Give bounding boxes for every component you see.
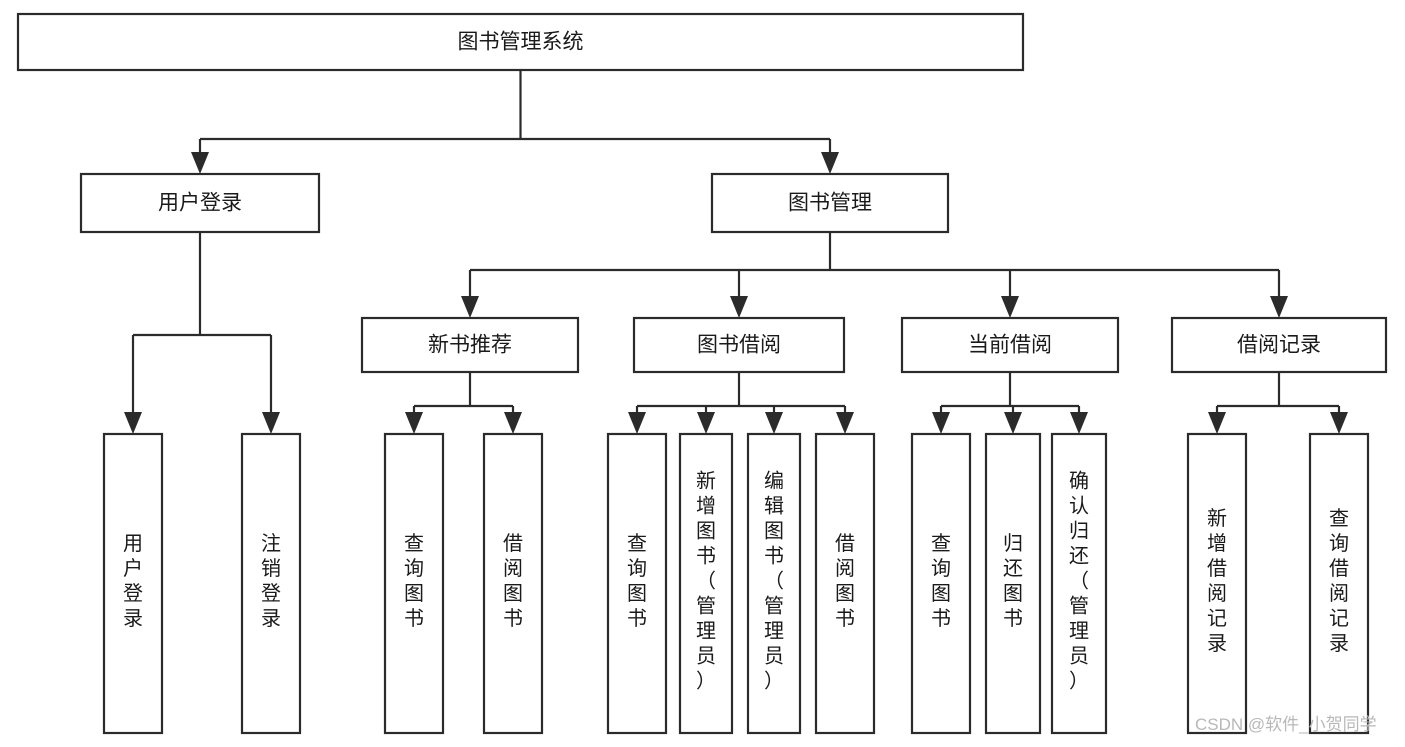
node-leaf-logout[interactable]: 注销登录 [240,432,302,735]
arrow-head-icon [405,412,423,434]
arrow-head-icon [504,412,522,434]
node-new-book-recommend[interactable]: 新书推荐 [360,316,580,374]
node-leaf-borrow-book-bb[interactable]: 借阅图书 [814,432,876,735]
node-rect[interactable] [678,432,734,735]
arrow-head-icon [1001,296,1019,318]
arrow-head-icon [1330,412,1348,434]
node-leaf-return-book[interactable]: 归还图书 [984,432,1042,735]
arrow-head-icon [821,152,839,174]
node-label: 当前借阅 [968,334,1052,357]
node-borrow-record[interactable]: 借阅记录 [1170,316,1388,374]
node-leaf-user-login[interactable]: 用户登录 [102,432,164,735]
node-rect[interactable] [632,316,846,374]
node-label: 查询借阅记录 [1329,507,1349,655]
node-rect[interactable] [606,432,668,735]
node-rect[interactable] [746,432,802,735]
node-rect[interactable] [240,432,302,735]
arrow-head-icon [262,412,280,434]
node-label: 借阅图书 [835,532,855,630]
nodes-layer: 图书管理系统用户登录图书管理新书推荐图书借阅当前借阅借阅记录用户登录注销登录查询… [16,12,1388,735]
node-label: 归还图书 [1003,532,1023,630]
node-leaf-add-record[interactable]: 新增借阅记录 [1186,432,1248,735]
arrow-head-icon [628,412,646,434]
node-label: 查询图书 [627,532,647,630]
arrow-head-icon [765,412,783,434]
node-leaf-query-book-cb[interactable]: 查询图书 [910,432,972,735]
node-leaf-query-book-bb[interactable]: 查询图书 [606,432,668,735]
arrow-head-icon [1004,412,1022,434]
node-leaf-add-book[interactable]: 新增图书（管理员） [678,432,734,735]
node-leaf-query-record[interactable]: 查询借阅记录 [1308,432,1370,735]
node-label: 新增借阅记录 [1207,507,1227,655]
node-label: 用户登录 [158,192,242,215]
node-label: 图书管理 [788,192,872,215]
arrow-head-icon [836,412,854,434]
node-label: 查询图书 [931,532,951,630]
node-rect[interactable] [79,172,321,234]
arrow-head-icon [461,296,479,318]
node-rect[interactable] [1308,432,1370,735]
node-label: 借阅图书 [503,532,523,630]
node-leaf-confirm-return[interactable]: 确认归还（管理员） [1050,432,1108,735]
node-rect[interactable] [383,432,445,735]
node-leaf-query-book-nbr[interactable]: 查询图书 [383,432,445,735]
arrow-head-icon [932,412,950,434]
arrow-head-icon [191,152,209,174]
node-rect[interactable] [814,432,876,735]
node-book-manage[interactable]: 图书管理 [710,172,950,234]
arrow-head-icon [1208,412,1226,434]
node-root[interactable]: 图书管理系统 [16,12,1025,72]
node-rect[interactable] [16,12,1025,72]
node-label: 编辑图书（管理员） [764,470,784,693]
arrow-head-icon [1270,296,1288,318]
node-rect[interactable] [360,316,580,374]
node-rect[interactable] [482,432,544,735]
node-leaf-edit-book[interactable]: 编辑图书（管理员） [746,432,802,735]
node-label: 用户登录 [123,533,143,630]
node-label: 图书借阅 [697,334,781,357]
arrow-head-icon [1070,412,1088,434]
csdn-watermark: CSDN @软件_小贺同学 [1195,715,1377,734]
node-current-borrow[interactable]: 当前借阅 [900,316,1120,374]
node-rect[interactable] [900,316,1120,374]
node-label: 查询图书 [404,532,424,630]
node-rect[interactable] [102,432,164,735]
arrow-head-icon [697,412,715,434]
node-user-login[interactable]: 用户登录 [79,172,321,234]
node-label: 新增图书（管理员） [696,470,716,693]
node-leaf-borrow-book-nbr[interactable]: 借阅图书 [482,432,544,735]
node-book-borrow[interactable]: 图书借阅 [632,316,846,374]
node-label: 新书推荐 [428,334,512,357]
node-label: 确认归还（管理员） [1069,470,1089,693]
connectors-layer [124,70,1348,434]
node-rect[interactable] [1170,316,1388,374]
node-label: 图书管理系统 [458,31,584,54]
node-rect[interactable] [1050,432,1108,735]
node-rect[interactable] [1186,432,1248,735]
arrow-head-icon [124,412,142,434]
node-label: 借阅记录 [1237,334,1321,357]
arrow-head-icon [730,296,748,318]
node-rect[interactable] [984,432,1042,735]
node-label: 注销登录 [261,532,281,630]
node-rect[interactable] [710,172,950,234]
node-rect[interactable] [910,432,972,735]
